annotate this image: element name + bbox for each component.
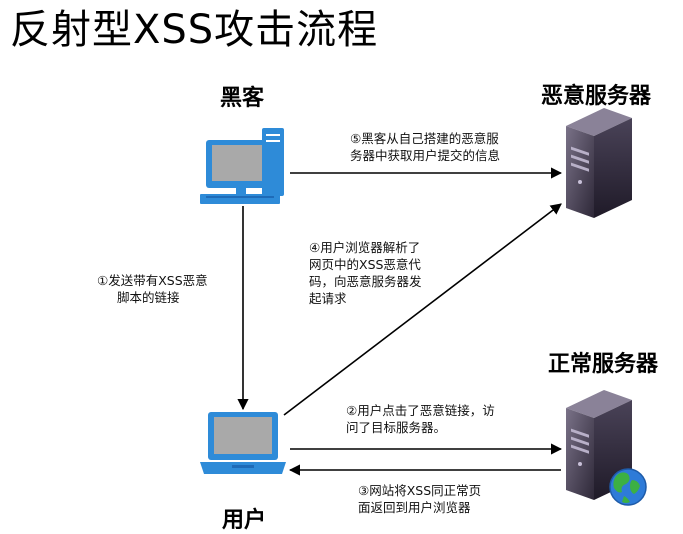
step2-note: ②用户点击了恶意链接，访 问了目标服务器。 — [346, 402, 495, 436]
normal-server-label: 正常服务器 — [548, 352, 659, 377]
step4-line3: 码，向恶意服务器发 — [309, 274, 422, 289]
hacker-label: 黑客 — [220, 86, 265, 111]
hacker-computer-icon — [200, 128, 284, 204]
step3-note: ③网站将XSS同正常页 面返回到用户浏览器 — [358, 482, 481, 516]
step1-line1: ①发送带有XSS恶意 — [97, 273, 208, 288]
step1-line2: 脚本的链接 — [117, 290, 180, 305]
step3-line2: 面返回到用户浏览器 — [358, 500, 471, 515]
malicious-server-label: 恶意服务器 — [541, 84, 652, 109]
step4-line2: 网页中的XSS恶意代 — [309, 257, 421, 272]
step1-note: ①发送带有XSS恶意 脚本的链接 — [97, 272, 208, 306]
step4-line1: ④用户浏览器解析了 — [309, 240, 421, 255]
step4-note: ④用户浏览器解析了 网页中的XSS恶意代 码，向恶意服务器发 起请求 — [309, 239, 422, 307]
step3-line1: ③网站将XSS同正常页 — [358, 483, 482, 498]
step2-line2: 问了目标服务器。 — [346, 420, 447, 435]
step5-note: ⑤黑客从自己搭建的恶意服 务器中获取用户提交的信息 — [350, 130, 500, 164]
user-label: 用户 — [222, 508, 267, 533]
arrow-step4 — [283, 203, 562, 416]
page-title: 反射型XSS攻击流程 — [10, 7, 379, 53]
globe-icon — [609, 468, 647, 506]
malicious-server-icon — [566, 108, 632, 218]
step2-line1: ②用户点击了恶意链接，访 — [346, 403, 495, 418]
step5-line2: 务器中获取用户提交的信息 — [350, 148, 501, 163]
step4-line4: 起请求 — [309, 291, 347, 306]
user-laptop-icon — [200, 412, 286, 474]
step5-line1: ⑤黑客从自己搭建的恶意服 — [350, 131, 499, 146]
